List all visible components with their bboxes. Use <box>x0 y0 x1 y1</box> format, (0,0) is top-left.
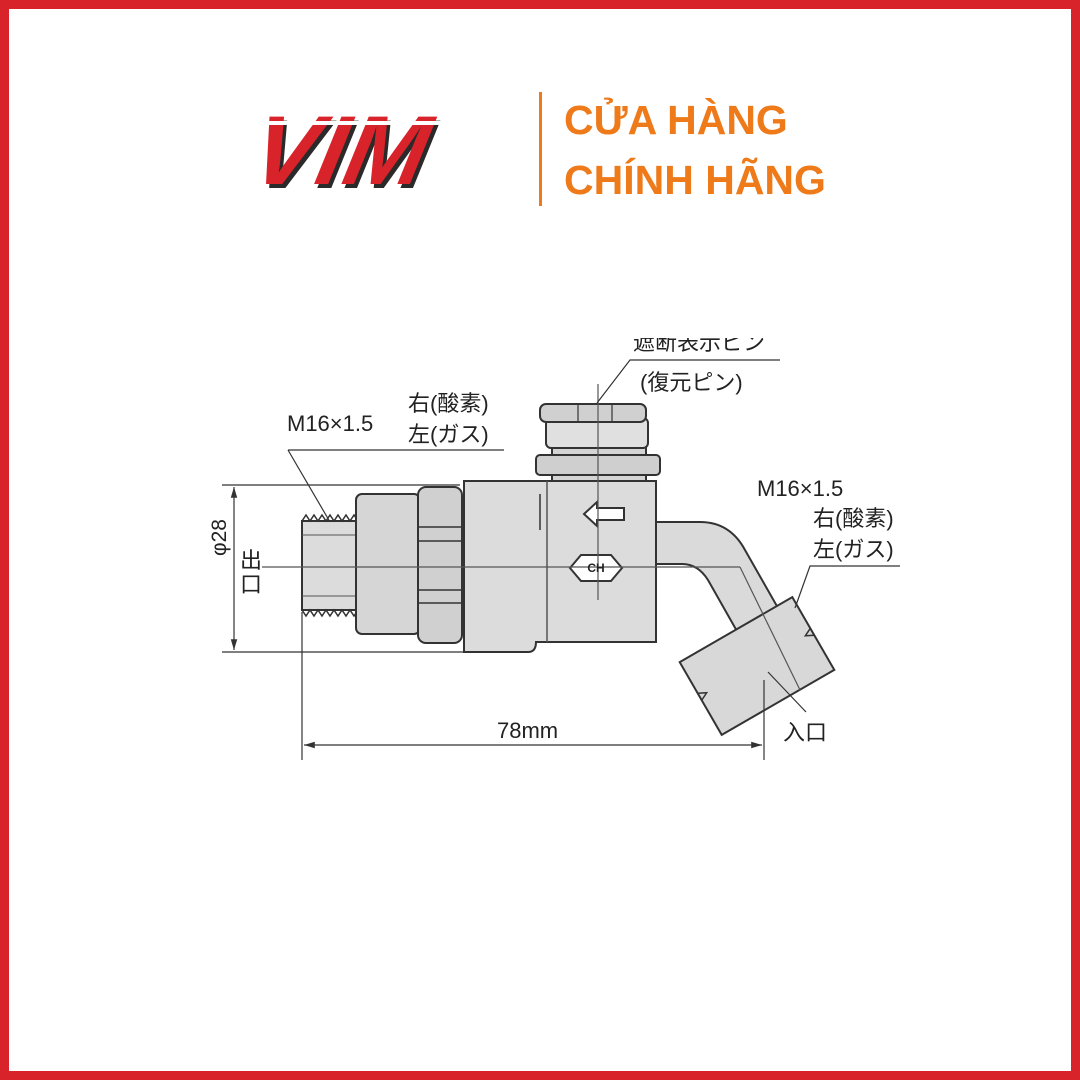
tagline-line-1: CỬA HÀNG <box>564 97 788 143</box>
right-thread-label: M16×1.5 <box>757 476 844 501</box>
centerlines <box>262 384 801 691</box>
length-dimension-label: 78mm <box>497 718 559 743</box>
right-gas-label: 左(ガス) <box>813 537 894 562</box>
header-divider <box>539 92 542 206</box>
left-gas-label: 左(ガス) <box>408 422 489 447</box>
ch-marking-text: CH <box>587 561 605 575</box>
flow-arrow-icon <box>582 499 625 529</box>
ch-marking <box>568 554 624 582</box>
right-oxygen-label: 右(酸素) <box>813 506 894 531</box>
leader-lines <box>287 359 900 713</box>
outlet-label: 出口 <box>240 548 263 597</box>
dimension-lines <box>222 484 765 760</box>
inlet-nut <box>678 595 836 737</box>
outlet-thread <box>301 513 359 618</box>
vim-logo-shadow: VIM <box>262 104 445 196</box>
left-thread-label: M16×1.5 <box>287 411 374 436</box>
reset-pin-cap <box>535 403 661 482</box>
vim-logo-stripe <box>266 121 502 125</box>
tagline-line-2: CHÍNH HÃNG <box>564 157 826 203</box>
outlet-collar <box>355 493 421 635</box>
vim-logo-text: VIM <box>262 104 442 196</box>
inlet-label: 入口 <box>783 720 828 745</box>
diameter-label: φ28 <box>208 519 231 556</box>
reset-pin-label: (復元ピン) <box>640 370 743 395</box>
pin-label-top-text: 遮断表示ピン <box>633 338 766 355</box>
left-oxygen-label: 右(酸素) <box>408 391 489 416</box>
outlet-hex-nut <box>417 486 463 644</box>
brand-header: VIM VIM CỬA HÀNG CHÍNH HÃNG <box>0 0 1080 240</box>
pin-label-top: 遮断表示ピン <box>633 338 765 358</box>
vim-logo: VIM VIM <box>262 104 502 196</box>
